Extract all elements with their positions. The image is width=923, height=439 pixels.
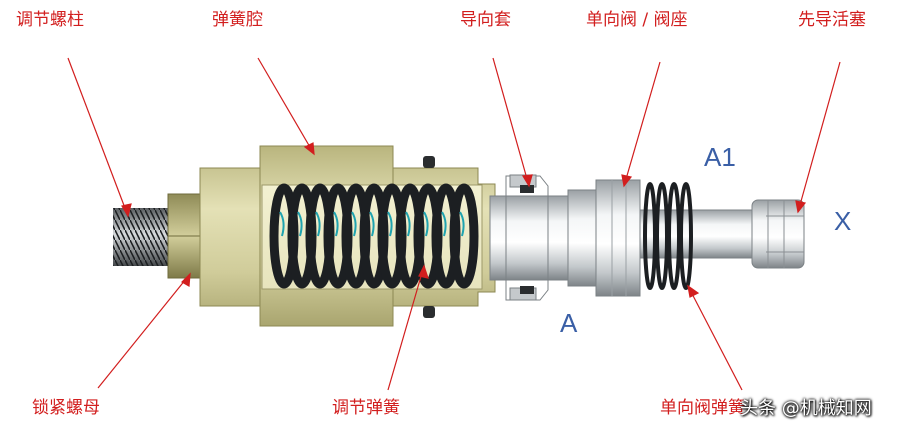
o-rings <box>423 156 435 318</box>
adjust-spring-highlight <box>297 211 303 237</box>
port-x: X <box>834 206 852 236</box>
watermark: 头条 @机械知网 <box>740 398 872 419</box>
adjust-spring-highlight <box>423 211 429 237</box>
port-a1: A1 <box>704 142 736 172</box>
label-adjust-screw: 调节螺柱 <box>16 10 84 30</box>
adjust-spring-highlight <box>459 211 465 237</box>
port-a: A <box>560 308 578 338</box>
adjust-spring-coil <box>449 183 479 289</box>
label-adjust-spring: 调节弹簧 <box>332 398 400 418</box>
adjust-spring-highlight <box>369 211 375 237</box>
adjust-spring-highlight <box>333 211 339 237</box>
adjust-spring-highlight <box>279 211 285 237</box>
adjust-spring-highlight <box>405 211 411 237</box>
adjust-spring-highlight <box>441 211 447 237</box>
label-pilot-piston: 先导活塞 <box>798 10 866 30</box>
leader-lines <box>67 57 841 391</box>
label-guide-sleeve: 导向套 <box>460 10 511 30</box>
label-lock-nut: 锁紧螺母 <box>32 398 100 418</box>
label-check-valve-spring: 单向阀弹簧 <box>660 398 745 418</box>
adjust-spring <box>269 183 479 289</box>
label-check-valve-seat: 单向阀 / 阀座 <box>586 10 688 30</box>
adjust-spring-highlight <box>351 211 357 237</box>
adjust-spring-highlight <box>315 211 321 237</box>
check-valve-spring-coil <box>679 182 693 290</box>
check-valve-spring <box>643 182 693 290</box>
adjust-spring-highlight <box>387 211 393 237</box>
check-valve-seat <box>567 179 641 297</box>
guide-sleeve <box>489 174 571 301</box>
label-spring-chamber: 弹簧腔 <box>212 10 263 30</box>
